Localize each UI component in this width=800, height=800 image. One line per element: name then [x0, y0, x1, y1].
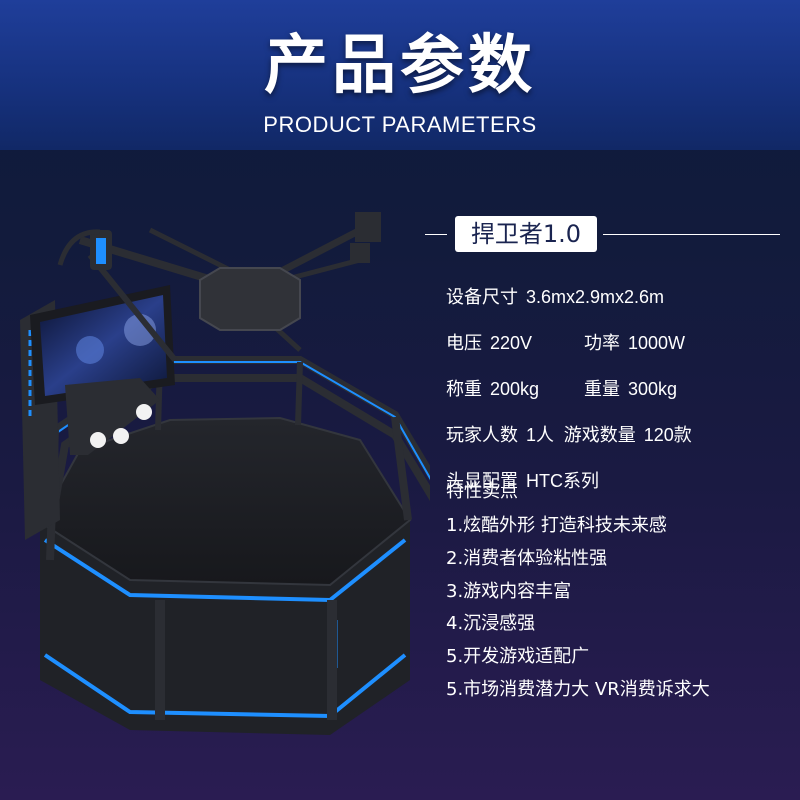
blue-trim-top	[43, 538, 407, 603]
spec-label: 电压	[446, 333, 482, 354]
model-line-left	[425, 234, 447, 235]
boom-end-block	[355, 212, 381, 242]
page-subtitle: PRODUCT PARAMETERS	[263, 112, 537, 137]
spec-headset: 头显配置 HTC系列	[446, 466, 786, 497]
feature-title: 特性卖点	[446, 481, 518, 502]
spec-size: 设备尺寸 3.6mx2.9mx2.6m	[446, 282, 786, 313]
page-title: 产品参数	[264, 29, 536, 103]
model-name-badge: 捍卫者1.0	[455, 216, 597, 252]
feature-item: 2.消费者体验粘性强	[446, 547, 608, 569]
spec-list: 设备尺寸 3.6mx2.9mx2.6m 电压 220V 功率 1000W 称重 200kg…	[446, 282, 786, 512]
spec-label: 玩家人数	[446, 425, 518, 446]
feature-item: 3.游戏内容丰富	[446, 580, 572, 602]
panel-button	[136, 404, 152, 420]
spec-label: 功率	[584, 333, 620, 354]
overhead-hub	[199, 267, 301, 331]
spec-value: 1人	[526, 425, 555, 445]
spec-value: 1000W	[628, 333, 686, 353]
spec-value: 120款	[643, 425, 692, 445]
blue-trim-bottom	[43, 653, 407, 719]
spec-value: 200kg	[490, 379, 540, 399]
spec-value: HTC系列	[526, 471, 599, 491]
control-panel	[65, 378, 160, 455]
spec-label: 头显配置	[446, 471, 518, 492]
feature-item: 5.市场消费潜力大 VR消费诉求大	[446, 678, 710, 700]
panel-button	[90, 432, 106, 448]
feature-item: 5.开发游戏适配广	[446, 646, 590, 668]
spec-label: 重量	[584, 379, 620, 400]
spec-value: 300kg	[628, 379, 678, 399]
spec-players-games: 玩家人数 1人 游戏数量 120款	[446, 420, 786, 451]
spec-label: 游戏数量	[563, 425, 636, 446]
header-band	[0, 0, 800, 150]
arena-floor	[38, 416, 412, 587]
spec-value: 220V	[490, 333, 533, 353]
arena-base-wall	[40, 520, 410, 735]
model-header: 捍卫者1.0	[425, 212, 780, 256]
feature-item: 4.沉浸感强	[446, 613, 536, 635]
spec-label: 设备尺寸	[446, 287, 518, 308]
vr-arena-platform-image	[20, 212, 430, 735]
spec-label: 称重	[446, 379, 482, 400]
spec-weights: 称重 200kg 重量 300kg	[446, 374, 786, 405]
feature-list: 特性卖点 1.炫酷外形 打造科技未来感 2.消费者体验粘性强 3.游戏内容丰富 …	[446, 478, 796, 710]
feature-item: 1.炫酷外形 打造科技未来感	[446, 515, 667, 536]
spec-value: 3.6mx2.9mx2.6m	[526, 287, 665, 307]
panel-button	[113, 428, 129, 444]
spec-voltage-power: 电压 220V 功率 1000W	[446, 328, 786, 359]
model-line-right	[603, 234, 780, 235]
